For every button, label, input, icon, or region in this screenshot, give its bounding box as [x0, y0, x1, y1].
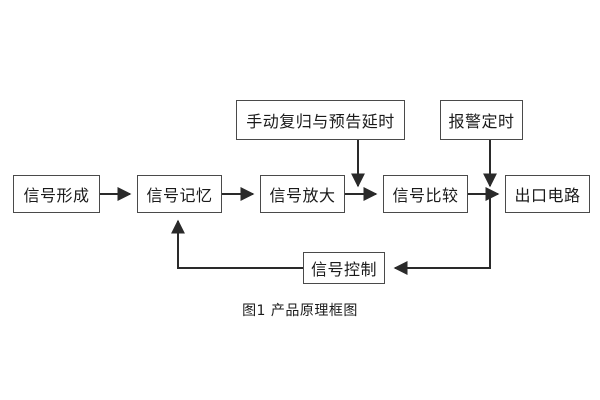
connector-control-to-memory — [171, 219, 303, 269]
node-label-manual-reset-prealarm-delay: 手动复归与预告延时 — [246, 112, 395, 131]
node-output-circuit[interactable]: 出口电路 — [505, 175, 590, 213]
node-signal-amplify[interactable]: 信号放大 — [260, 175, 345, 213]
node-signal-memory[interactable]: 信号记忆 — [137, 175, 222, 213]
node-label-signal-compare: 信号比较 — [392, 186, 459, 205]
node-label-signal-memory: 信号记忆 — [146, 186, 213, 205]
node-signal-formation[interactable]: 信号形成 — [13, 175, 100, 213]
node-signal-compare[interactable]: 信号比较 — [383, 175, 468, 213]
connector-output-branch-to-control — [393, 194, 491, 275]
node-label-output-circuit: 出口电路 — [514, 186, 581, 205]
node-label-alarm-timing: 报警定时 — [448, 112, 515, 131]
figure-caption: 图1 产品原理框图 — [242, 303, 358, 319]
node-label-signal-control: 信号控制 — [310, 260, 377, 279]
node-manual-reset-prealarm-delay[interactable]: 手动复归与预告延时 — [236, 100, 405, 140]
node-label-signal-formation: 信号形成 — [23, 186, 90, 205]
node-signal-control[interactable]: 信号控制 — [303, 252, 385, 284]
node-label-signal-amplify: 信号放大 — [269, 186, 336, 205]
node-alarm-timing[interactable]: 报警定时 — [440, 100, 523, 140]
